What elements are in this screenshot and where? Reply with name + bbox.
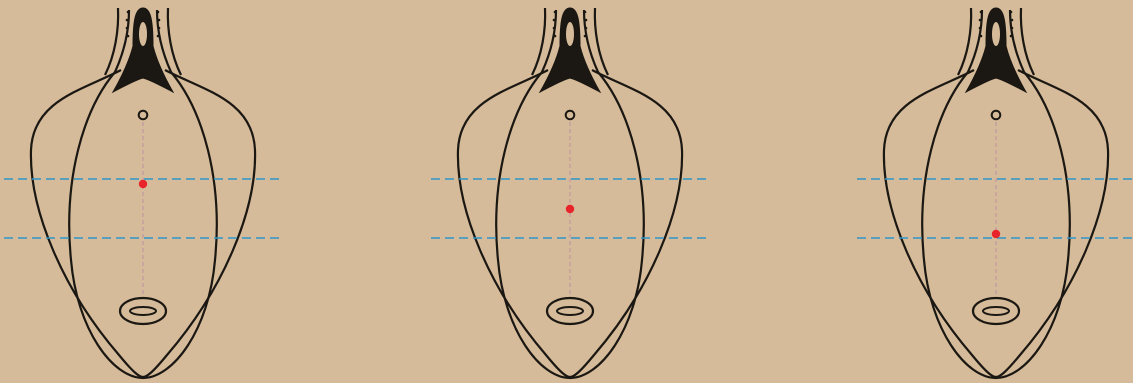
- position-marker: [566, 205, 574, 213]
- position-marker: [992, 230, 1000, 238]
- anatomy-figure: [884, 8, 1108, 378]
- anatomy-figure: [31, 8, 255, 378]
- panel-2: [431, 8, 709, 378]
- panel-1: [4, 8, 282, 378]
- position-marker: [139, 180, 147, 188]
- anatomy-figure: [458, 8, 682, 378]
- panel-3: [857, 8, 1133, 378]
